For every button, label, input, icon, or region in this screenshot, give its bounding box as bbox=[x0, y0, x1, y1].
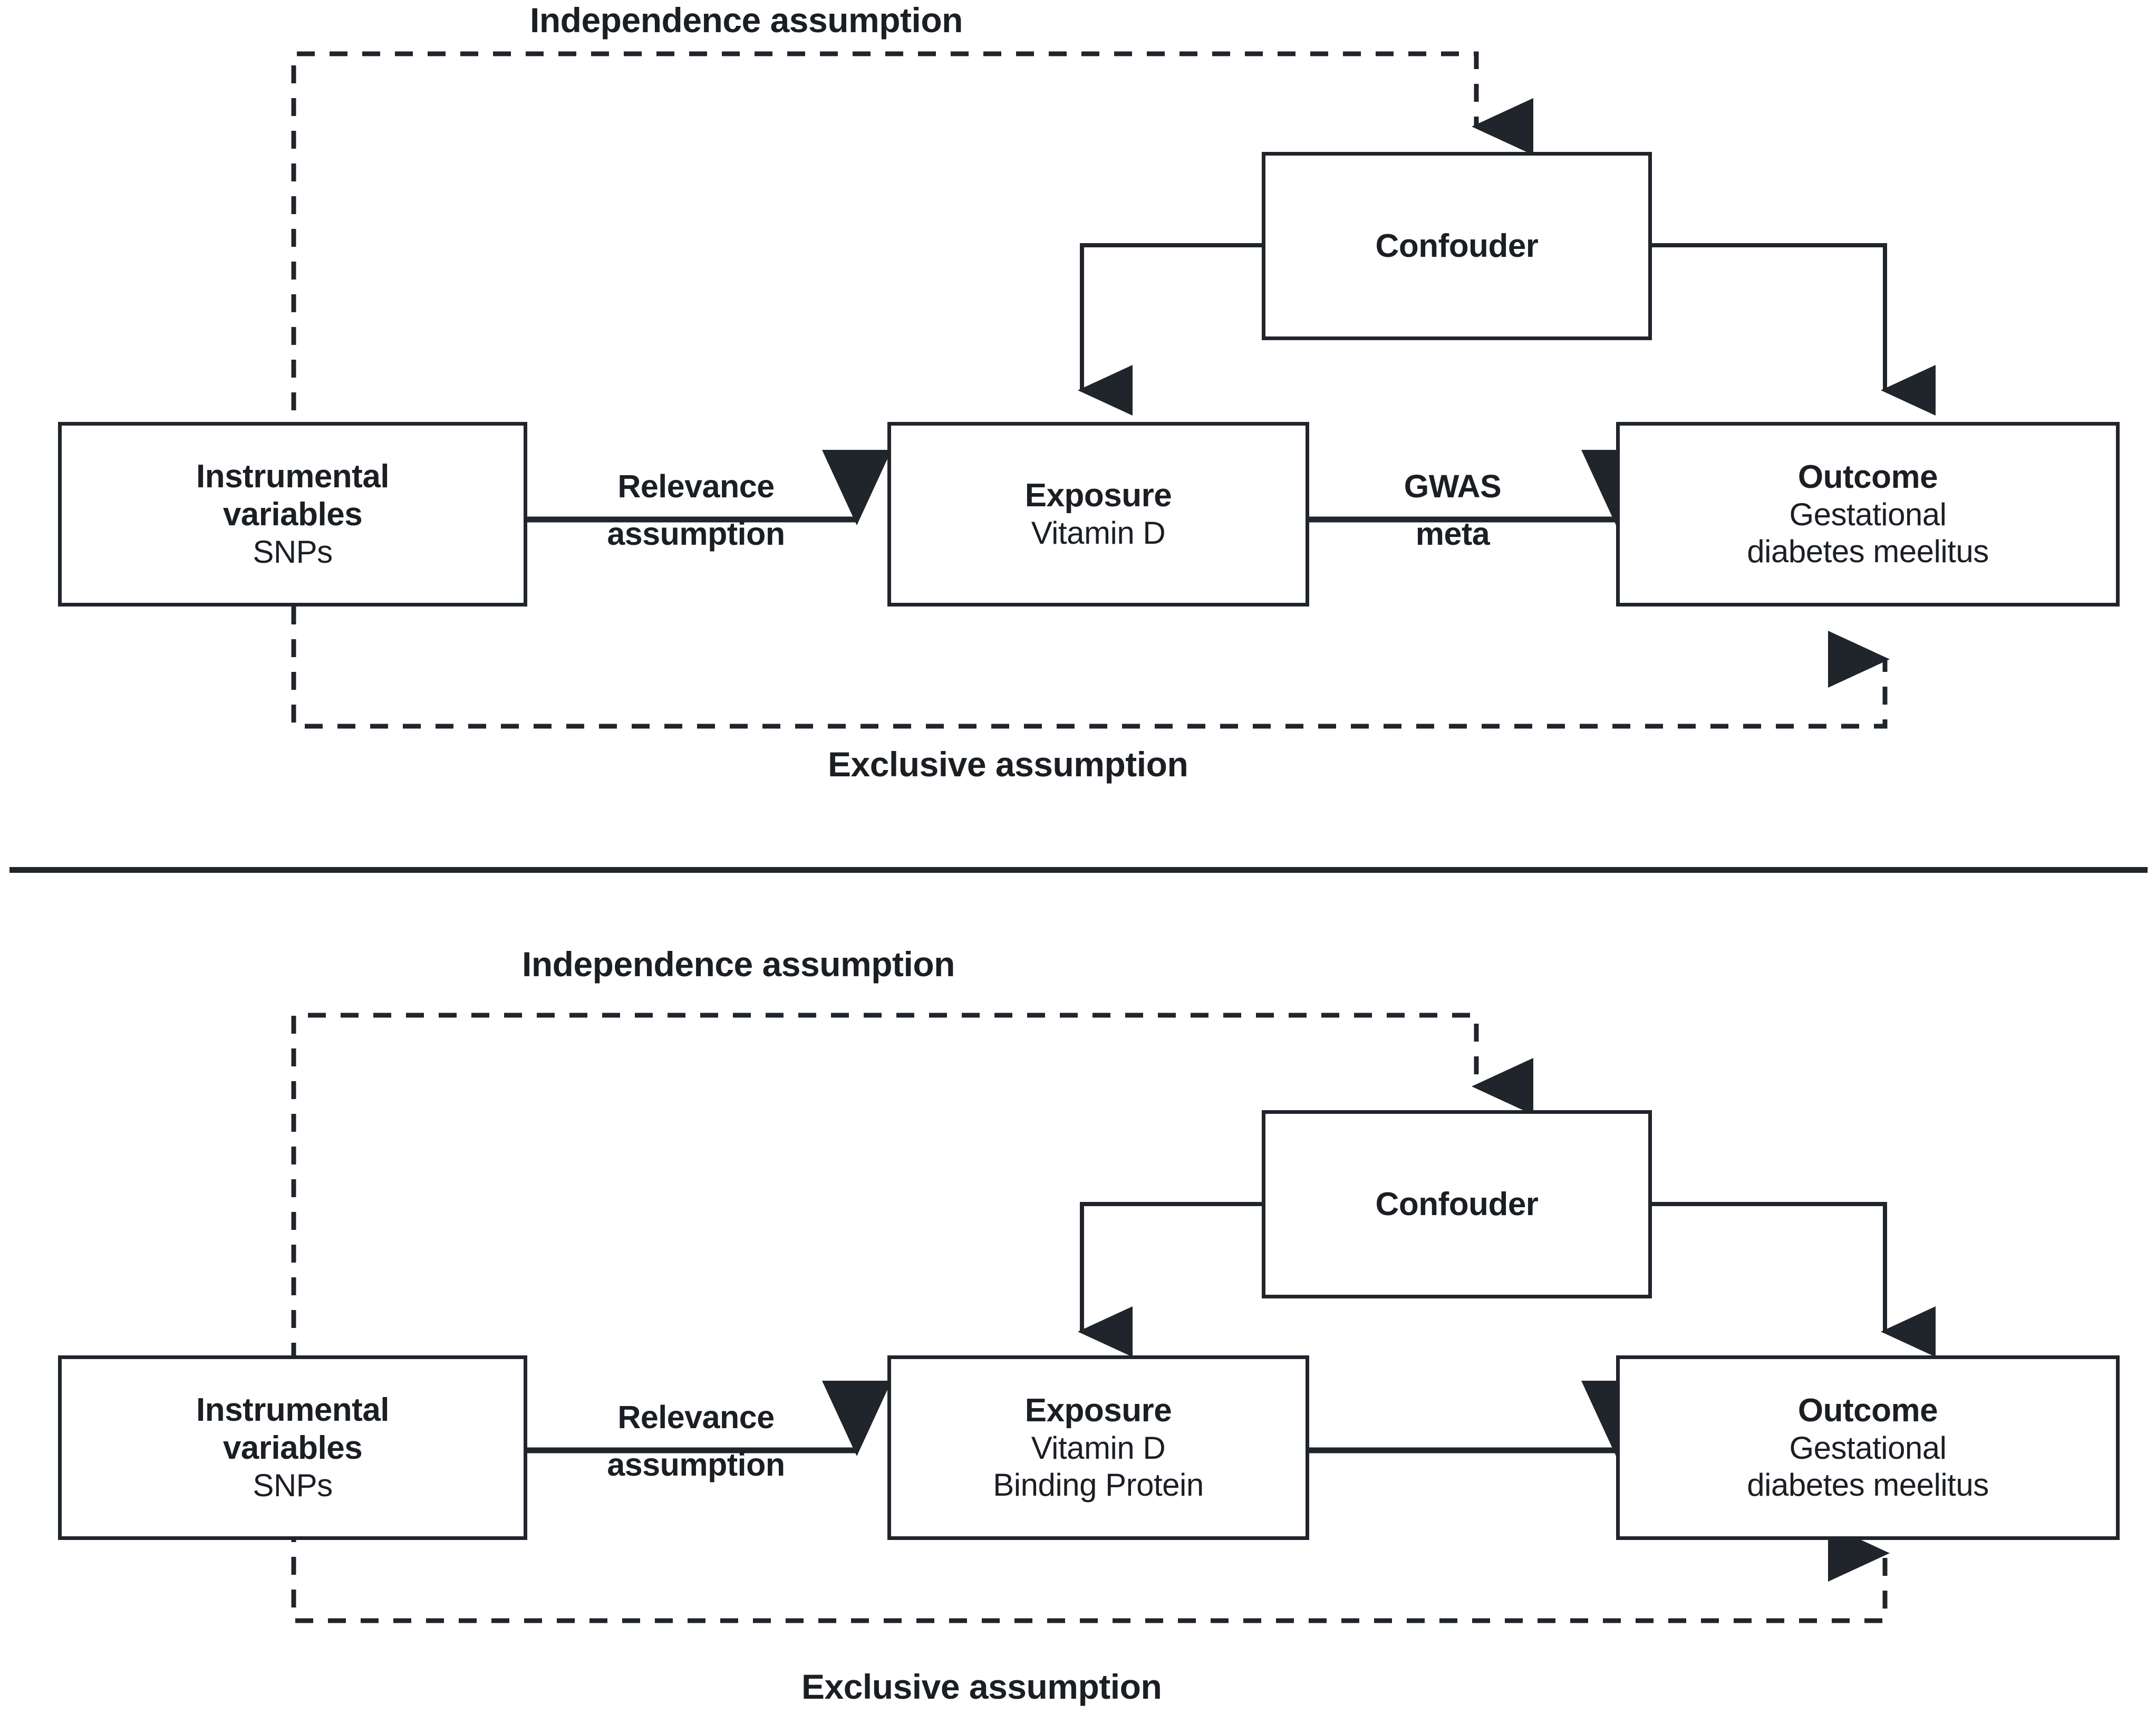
panel1-exposure-title: Exposure bbox=[1024, 477, 1172, 514]
panel1-relevance-label: Relevance assumption bbox=[546, 468, 846, 552]
panel2-node-exposure[interactable]: Exposure Vitamin D Binding Protein bbox=[887, 1355, 1309, 1540]
panel1-outcome-title: Outcome bbox=[1797, 459, 1938, 496]
panel1-instrumental-title-line2: variables bbox=[223, 496, 363, 533]
panel2-independence-assumption-label: Independence assumption bbox=[522, 945, 955, 984]
panel1-outcome-subtitle-line1: Gestational bbox=[1789, 497, 1947, 533]
panel2-node-confounder[interactable]: Confouder bbox=[1262, 1110, 1652, 1298]
panel2-relevance-label-line1: Relevance bbox=[617, 1399, 775, 1435]
panel1-node-exposure[interactable]: Exposure Vitamin D bbox=[887, 422, 1309, 606]
panel1-exposure-subtitle: Vitamin D bbox=[1031, 515, 1166, 551]
panel2-outcome-title: Outcome bbox=[1797, 1392, 1938, 1429]
panel2-exposure-title: Exposure bbox=[1024, 1392, 1172, 1429]
panel1-relevance-label-line1: Relevance bbox=[617, 468, 775, 504]
panel1-node-confounder[interactable]: Confouder bbox=[1262, 152, 1652, 340]
panel1-confounder-to-outcome-edge bbox=[1652, 243, 1936, 416]
panel1-gwas-label-line1: GWAS bbox=[1404, 468, 1502, 504]
panel-divider bbox=[9, 867, 2148, 873]
panel1-outcome-subtitle-line2: diabetes meelitus bbox=[1747, 533, 1989, 569]
panel1-confounder-title: Confouder bbox=[1375, 227, 1539, 264]
panel1-node-instrumental-variables[interactable]: Instrumental variables SNPs bbox=[58, 422, 527, 606]
panel2-exposure-subtitle-line2: Binding Protein bbox=[993, 1467, 1204, 1503]
panel1-relevance-label-line2: assumption bbox=[607, 516, 785, 552]
panel1-gwas-label-line2: meta bbox=[1415, 516, 1490, 552]
panel2-confounder-title: Confouder bbox=[1375, 1186, 1539, 1222]
panel2-exclusive-assumption-label: Exclusive assumption bbox=[801, 1667, 1162, 1706]
panel2-relevance-label-line2: assumption bbox=[607, 1447, 785, 1483]
panel2-instrumental-subtitle: SNPs bbox=[253, 1468, 333, 1504]
panel1-instrumental-title-line1: Instrumental bbox=[196, 458, 390, 495]
panel2-outcome-subtitle-line1: Gestational bbox=[1789, 1430, 1947, 1466]
panel2-outcome-subtitle-line2: diabetes meelitus bbox=[1747, 1467, 1989, 1503]
panel1-gwas-label: GWAS meta bbox=[1329, 468, 1577, 552]
panel2-node-outcome[interactable]: Outcome Gestational diabetes meelitus bbox=[1616, 1355, 2120, 1540]
panel1-instrumental-subtitle: SNPs bbox=[253, 534, 333, 570]
panel1-confounder-to-exposure-edge bbox=[1078, 243, 1262, 416]
panel1-node-outcome[interactable]: Outcome Gestational diabetes meelitus bbox=[1616, 422, 2120, 606]
panel2-confounder-to-outcome-edge bbox=[1652, 1202, 1936, 1357]
panel2-node-instrumental-variables[interactable]: Instrumental variables SNPs bbox=[58, 1355, 527, 1540]
panel2-instrumental-title-line2: variables bbox=[223, 1430, 363, 1467]
panel2-instrumental-title-line1: Instrumental bbox=[196, 1392, 390, 1429]
panel1-exclusive-edge bbox=[291, 606, 1890, 729]
panel2-relevance-label: Relevance assumption bbox=[546, 1399, 846, 1483]
panel1-independence-assumption-label: Independence assumption bbox=[530, 1, 963, 40]
panel2-exposure-subtitle-line1: Vitamin D bbox=[1031, 1430, 1166, 1466]
panel1-exclusive-assumption-label: Exclusive assumption bbox=[828, 745, 1188, 784]
panel2-confounder-to-exposure-edge bbox=[1078, 1202, 1262, 1357]
